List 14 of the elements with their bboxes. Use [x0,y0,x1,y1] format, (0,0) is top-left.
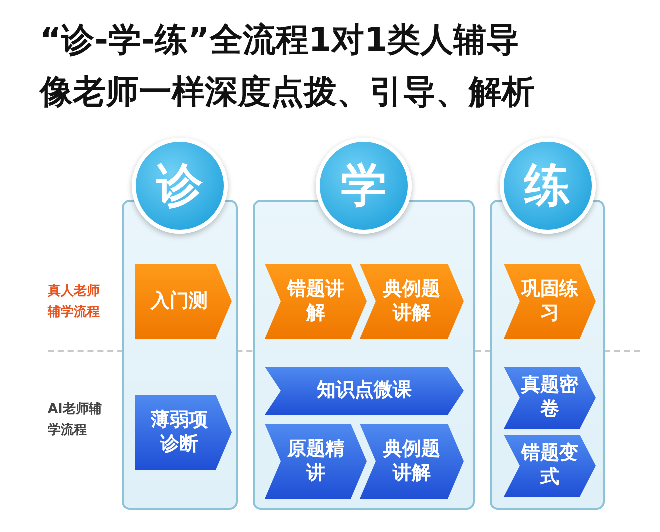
chevron-step: 典例题讲解 [360,264,464,339]
chevron-step: 典例题讲解 [360,424,464,499]
title: “诊-学-练”全流程1对1类人辅导 [40,19,520,61]
chevron-step: 错题讲解 [265,264,367,339]
chevron-step: 原题精讲 [265,424,367,499]
chevron-step: 真题密卷 [504,367,596,429]
row-label: 真人老师辅学流程 [48,283,101,322]
chevron-step: 知识点微课 [265,367,464,415]
chevron-step: 薄弱项诊断 [135,395,232,470]
chevron-step: 入门测 [135,264,232,339]
subtitle: 像老师一样深度点拨、引导、解析 [40,71,535,113]
chevron-step: 错题变式 [504,435,596,497]
chevron-step: 巩固练习 [504,264,596,339]
row-label: AI老师辅学流程 [48,401,103,440]
